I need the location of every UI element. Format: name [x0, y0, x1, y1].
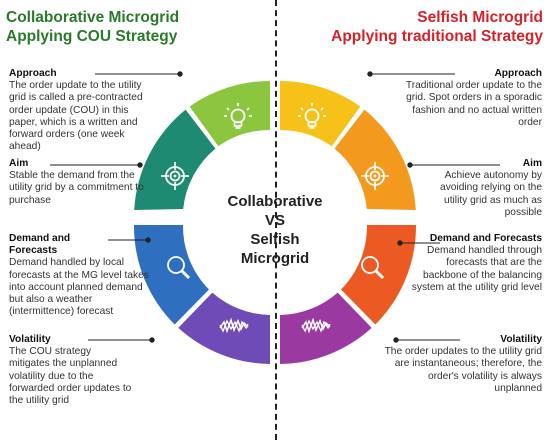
left-approach-segment	[189, 80, 270, 147]
right-demand-heading: Demand and Forecasts	[429, 233, 542, 244]
left-title-line2: Applying COU Strategy	[6, 28, 178, 45]
right-approach: Approach Traditional order update to the…	[402, 68, 542, 129]
right-title-line2: Applying traditional Strategy	[331, 28, 543, 45]
left-title: Collaborative Microgrid Applying COU Str…	[6, 8, 256, 46]
right-approach-heading: Approach	[494, 68, 542, 79]
left-approach: Approach The order update to the utility…	[9, 68, 159, 153]
left-demand-heading: Demand and Forecasts	[9, 233, 71, 257]
left-connectors	[50, 71, 183, 343]
left-demand-text: Demand handled by local forecasts at the…	[9, 257, 149, 318]
left-demand-segment	[133, 225, 209, 325]
left-demand: Demand and Forecasts Demand handled by l…	[9, 233, 154, 318]
right-volatility-segment	[280, 292, 372, 364]
left-approach-text: The order update to the utility grid is …	[9, 80, 143, 153]
left-title-line1: Collaborative Microgrid	[6, 9, 180, 26]
center-line3: Selfish	[250, 231, 300, 248]
right-title: Selfish Microgrid Applying traditional S…	[293, 8, 543, 46]
center-label: Collaborative VS Selfish Microgrid	[200, 192, 350, 268]
left-aim-segment	[134, 109, 216, 210]
left-volatility-heading: Volatility	[9, 334, 51, 345]
right-aim-text: Achieve autonomy by avoiding relying on …	[440, 170, 542, 218]
right-approach-segment	[280, 80, 361, 147]
center-line1: Collaborative	[227, 193, 323, 210]
left-volatility: Volatility The COU strategy mitigates th…	[9, 334, 134, 407]
right-aim: Aim Achieve autonomy by avoiding relying…	[417, 158, 542, 219]
right-approach-text: Traditional order update to the grid. Sp…	[405, 80, 542, 128]
center-line4: Microgrid	[240, 250, 310, 267]
right-demand: Demand and Forecasts Demand handled thro…	[402, 233, 542, 294]
left-aim-heading: Aim	[9, 158, 29, 169]
right-title-line1: Selfish Microgrid	[417, 9, 543, 26]
center-divider	[275, 0, 277, 440]
right-volatility-text: The order updates to the utility grid ar…	[384, 346, 542, 394]
right-aim-heading: Aim	[522, 158, 542, 169]
left-approach-heading: Approach	[9, 68, 57, 79]
center-line2: VS	[264, 212, 285, 229]
right-connectors	[367, 71, 500, 343]
left-aim: Aim Stable the demand from the utility g…	[9, 158, 144, 207]
right-demand-text: Demand handled through forecasts that ar…	[411, 245, 542, 293]
right-volatility-heading: Volatility	[500, 334, 542, 345]
right-volatility: Volatility The order updates to the util…	[382, 334, 542, 395]
right-aim-segment	[334, 109, 416, 210]
left-volatility-text: The COU strategy mitigates the unplanned…	[9, 346, 132, 407]
left-aim-text: Stable the demand from the utility grid …	[9, 170, 144, 206]
